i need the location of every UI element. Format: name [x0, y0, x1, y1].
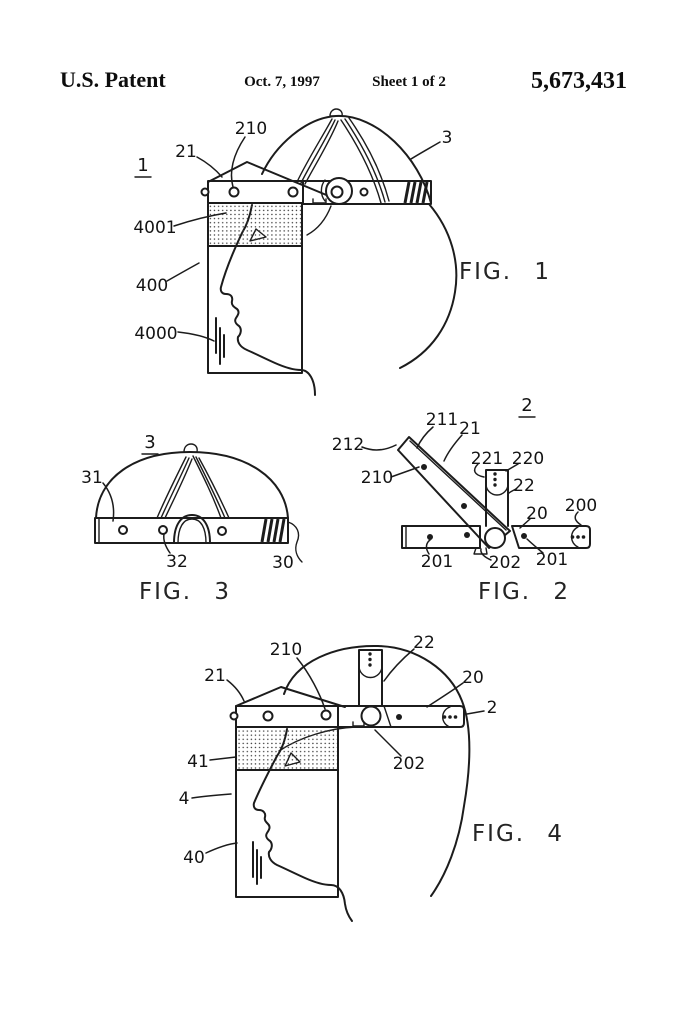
fig4-face-shield	[235, 726, 353, 922]
fig1-cap-button	[329, 108, 343, 117]
fig1-label-3: 3	[442, 128, 453, 148]
fig2-post	[485, 469, 509, 527]
patent-header-date: Oct. 7, 1997	[244, 74, 320, 90]
fig4-rivet-hole-right	[320, 709, 332, 721]
fig2-caption: FIG. 2	[478, 579, 570, 605]
patent-header-title: U.S. Patent	[60, 67, 166, 92]
fig2-label-221: 221	[471, 449, 503, 469]
fig1-caption: FIG. 1	[459, 259, 551, 285]
fig4-leader-lines	[191, 648, 485, 854]
fig4-caption: FIG. 4	[472, 821, 564, 847]
fig1-label-4000: 4000	[134, 324, 177, 344]
fig1-label-400: 400	[136, 276, 168, 296]
figure-1: 21 210 3 1 4001 400 4000 FIG. 1	[133, 108, 551, 396]
fig4-label-2: 2	[487, 698, 498, 718]
fig3-hatch-band	[260, 518, 286, 543]
figure-2: 2 211 21 212 221 220 210 22 20 200 201 2…	[332, 395, 597, 605]
fig4-label-210: 210	[270, 640, 302, 660]
fig1-reference-numeral: 1	[137, 155, 148, 176]
fig2-tab	[473, 547, 488, 555]
header: U.S. Patent Oct. 7, 1997 Sheet 1 of 2 5,…	[60, 67, 627, 94]
fig3-label-30: 30	[272, 553, 294, 573]
fig3-vent-hole	[118, 525, 128, 535]
fig2-label-220: 220	[512, 449, 544, 469]
fig4-label-22: 22	[413, 633, 435, 653]
fig1-shield-lines	[215, 317, 225, 365]
patent-header-number: 5,673,431	[531, 68, 627, 94]
fig2-label-212: 212	[332, 435, 364, 455]
fig4-label-40: 40	[183, 848, 205, 868]
fig1-rivet-hole-right	[287, 186, 299, 198]
fig1-hatch-band	[403, 181, 429, 204]
fig3-label-31: 31	[81, 468, 103, 488]
fig3-cap	[94, 443, 303, 563]
fig2-bracket	[397, 436, 591, 555]
fig2-label-202: 202	[489, 553, 521, 573]
fig1-rivet-hole-left	[228, 186, 240, 198]
fig4-label-21: 21	[204, 666, 226, 686]
fig4-rivet-hole-left	[262, 710, 274, 722]
fig4-label-41: 41	[187, 752, 209, 772]
fig4-eye	[284, 752, 301, 767]
fig2-label-211: 211	[426, 410, 458, 430]
fig2-label-201-right: 201	[536, 550, 568, 570]
fig2-reference-numeral: 2	[521, 395, 532, 416]
fig2-label-22: 22	[513, 476, 535, 496]
fig2-leader-lines	[361, 426, 582, 561]
fig1-cap	[261, 108, 432, 205]
fig4-label-20: 20	[462, 668, 484, 688]
fig3-caption: FIG. 3	[139, 579, 231, 605]
fig4-label-202: 202	[393, 754, 425, 774]
fig1-leader-lines	[166, 136, 441, 342]
fig3-vent-hole	[158, 525, 168, 535]
fig2-label-21: 21	[459, 419, 481, 439]
fig4-head-outline	[283, 644, 471, 897]
fig1-label-21: 21	[175, 142, 197, 162]
fig3-cap-button	[183, 443, 198, 453]
fig1-visor-band	[200, 161, 369, 205]
fig3-label-32: 32	[166, 552, 188, 572]
fig1-label-210: 210	[235, 119, 267, 139]
patent-header-sheet: Sheet 1 of 2	[372, 74, 446, 90]
fig2-label-20: 20	[526, 504, 548, 524]
fig4-pivot	[360, 705, 382, 727]
figure-3: 3 31 32 30 FIG. 3	[81, 432, 303, 605]
fig3-vent-hole	[217, 526, 227, 536]
fig2-label-210: 210	[361, 468, 393, 488]
fig3-strap-tail	[287, 521, 303, 563]
fig4-label-4: 4	[179, 789, 190, 809]
fig2-label-201-left: 201	[421, 552, 453, 572]
fig1-label-4001: 4001	[133, 218, 176, 238]
fig2-label-200: 200	[565, 496, 597, 516]
fig4-arm	[358, 649, 383, 707]
fig4-shield-lines	[252, 841, 262, 885]
fig2-arm	[397, 436, 511, 549]
fig2-pivot	[484, 527, 506, 549]
figure-4: 210 22 21 20 2 41 202 4 40 FIG. 4	[179, 633, 564, 922]
fig3-leader-lines	[102, 482, 171, 554]
fig3-reference-numeral: 3	[144, 432, 155, 453]
fig1-face-shield	[207, 203, 303, 374]
